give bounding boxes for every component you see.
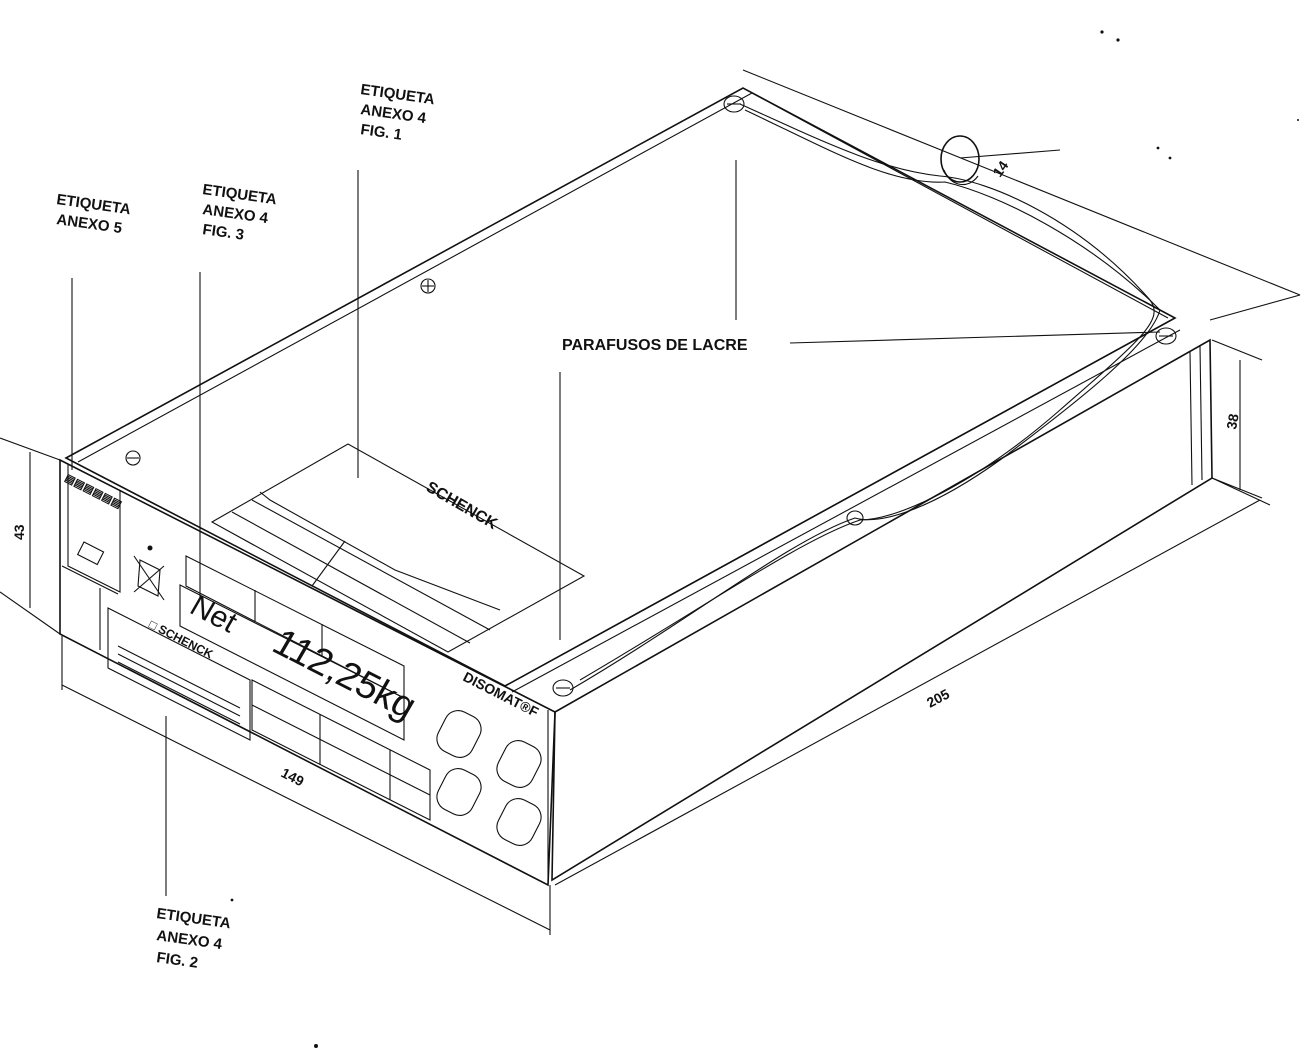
front-brand-top: ▤▤▤▤▤▤ (63, 472, 124, 511)
callout-anexo5: ETIQUETA ANEXO 5 (55, 191, 132, 237)
dim-38-label: 38 (1223, 412, 1241, 430)
screw-top-left (723, 95, 745, 113)
top-front-edge (504, 317, 1176, 687)
screw-front-left (125, 450, 141, 466)
dim-149-label: 149 (279, 764, 307, 789)
side-hatch-1 (1189, 351, 1193, 486)
top-label-brand: SCHENCK (423, 479, 500, 534)
screw-front-right (552, 679, 574, 697)
top-rim-line (77, 92, 1169, 463)
dim-205-label: 205 (924, 685, 952, 710)
dimension-205 (554, 69, 1301, 886)
screw-middle-right (846, 510, 864, 526)
seal-disk (940, 135, 980, 183)
top-label-plate: SCHENCK (210, 443, 586, 653)
crossed-bin-icon (133, 545, 165, 601)
model-name: DISOMAT®F (461, 668, 542, 720)
scan-specks (230, 30, 1299, 1048)
dimension-43 (0, 437, 61, 635)
keypad (436, 710, 542, 846)
key-2 (496, 740, 542, 788)
seal-wire-front (569, 109, 1161, 691)
callout-anexo4-fig2: ETIQUETA ANEXO 4 FIG. 2 (155, 905, 232, 972)
dimension-149 (61, 636, 551, 935)
callout-anexo4-fig3: ETIQUETA ANEXO 4 FIG. 3 (201, 181, 278, 244)
display-value: 112,25kg (265, 621, 423, 727)
front-panel (59, 458, 556, 887)
dim-14-label: 14 (989, 158, 1011, 180)
key-1 (436, 710, 482, 758)
side-hatch-2 (1199, 345, 1203, 481)
callout-anexo4-fig1: ETIQUETA ANEXO 4 FIG. 1 (359, 81, 436, 144)
seal-dimension-leader (959, 149, 1061, 159)
callout-fig1-line3: FIG. 1 (359, 121, 403, 144)
leader-parafuso-3 (789, 331, 1161, 344)
callout-fig2-line3: FIG. 2 (155, 949, 199, 972)
key-4 (496, 798, 542, 846)
dimension-38 (1211, 339, 1263, 499)
top-front-edge-inner (511, 329, 1181, 693)
callout-fig3-line3: FIG. 3 (201, 221, 245, 244)
screw-back-right (1155, 327, 1177, 345)
seal-disk-edge (943, 169, 979, 186)
dim-43-label: 43 (11, 524, 27, 540)
side-face (551, 338, 1213, 882)
front-spec-grid (251, 679, 431, 821)
display-mode: Net (184, 589, 243, 639)
callout-parafusos: PARAFUSOS DE LACRE (562, 337, 748, 354)
seal-wire-back (579, 103, 1155, 681)
key-3 (436, 768, 482, 816)
front-left-module (61, 464, 121, 650)
screw-top-middle (420, 278, 436, 294)
